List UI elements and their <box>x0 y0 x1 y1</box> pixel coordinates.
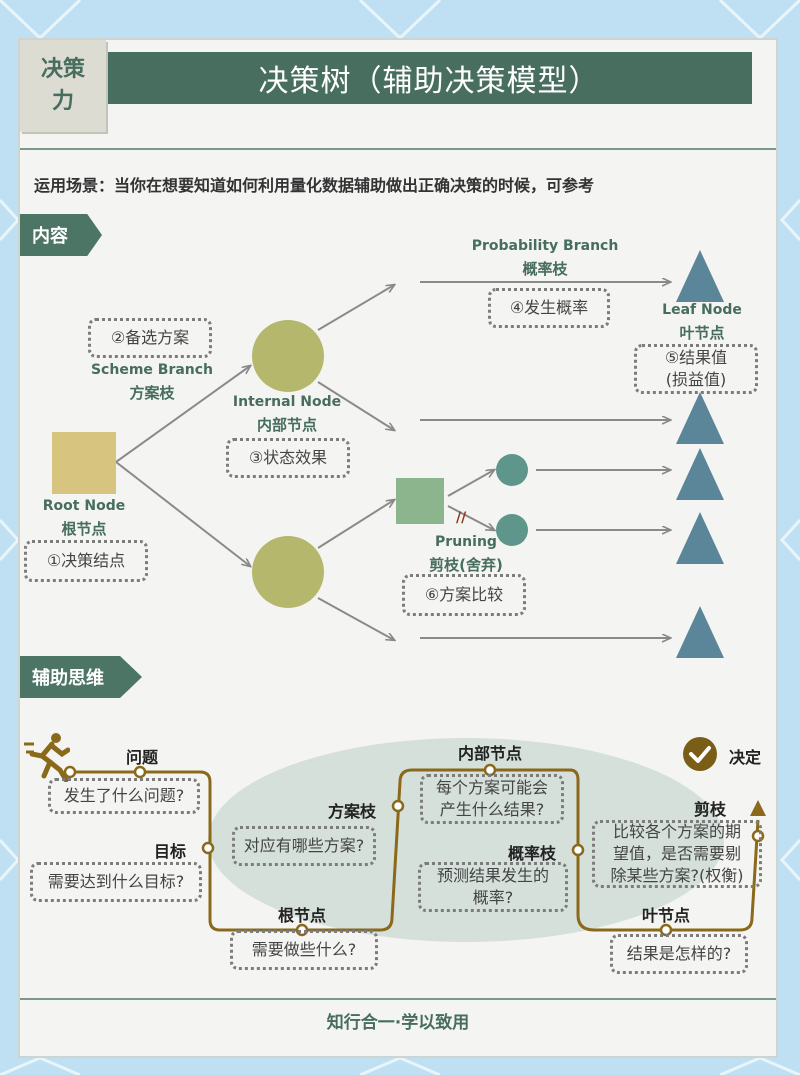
badge-line-2: 力 <box>51 89 74 114</box>
leaf-node-zh: 叶节点 <box>679 324 725 342</box>
prune-mark: // <box>456 510 467 526</box>
internal-node-zh: 内部节点 <box>256 416 317 434</box>
pruning-decision-square <box>396 478 444 524</box>
internal-node-upper <box>252 320 324 392</box>
question-box-5-line-2: 产生什么结果? <box>439 800 545 819</box>
leaf-node-2 <box>676 392 724 444</box>
stage-decide: 决定 <box>728 748 761 767</box>
question-box-7: 结果是怎样的? <box>610 934 748 974</box>
question-box-2: 需要达到什么目标? <box>30 862 202 902</box>
scheme-branch-zh: 方案枝 <box>129 384 175 402</box>
box-result-line-2: (损益值) <box>665 370 727 389</box>
stage-probability: 概率枝 <box>507 844 556 863</box>
logo-badge: 决策 力 <box>20 40 106 132</box>
question-box-3: 需要做些什么? <box>230 930 378 970</box>
internal-node-en: Internal Node <box>232 394 342 410</box>
box-state-effect: ③状态效果 <box>226 438 350 478</box>
probability-branch-en: Probability Branch <box>471 238 619 254</box>
question-box-1: 发生了什么问题? <box>48 778 200 814</box>
check-icon <box>683 737 717 771</box>
branch-internal-lower <box>317 381 394 430</box>
runner-icon <box>24 733 70 782</box>
question-box-8-line-1: 比较各个方案的期 <box>612 822 741 841</box>
box-probability: ④发生概率 <box>488 288 610 328</box>
question-box-8-line-3: 除某些方案?(权衡) <box>610 866 744 885</box>
branch-lower-lower <box>317 597 394 640</box>
chance-node-lower <box>496 514 528 546</box>
probability-branch-zh: 概率枝 <box>522 260 568 278</box>
footer-divider <box>20 998 776 1000</box>
leaf-node-4 <box>676 512 724 564</box>
box-compare-schemes: ⑥方案比较 <box>402 574 526 616</box>
question-box-8-line-2: 望值，是否需要剔 <box>612 844 741 863</box>
section-tag-thinking: 辅助思维 <box>20 656 142 698</box>
stage-leaf: 叶节点 <box>641 906 690 925</box>
leaf-node-en: Leaf Node <box>662 302 742 318</box>
chance-node-upper <box>496 454 528 486</box>
box-alternatives: ②备选方案 <box>88 318 212 358</box>
branch-internal-upper <box>317 285 394 331</box>
internal-node-lower <box>252 536 324 608</box>
scheme-branch-upper <box>115 366 250 463</box>
stage-pruning: 剪枝 <box>693 800 726 819</box>
path-arrow-head <box>750 800 766 816</box>
question-box-6: 预测结果发生的 概率? <box>418 862 568 912</box>
question-box-4: 对应有哪些方案? <box>232 826 376 866</box>
pruning-en: Pruning <box>435 534 497 550</box>
root-node-zh: 根节点 <box>61 520 107 538</box>
question-box-6-line-2: 概率? <box>472 888 514 907</box>
background-ellipse <box>208 738 724 942</box>
box-decision-node: ①决策结点 <box>24 540 148 582</box>
root-node-square <box>52 432 116 494</box>
header-divider <box>20 148 776 150</box>
badge-line-1: 决策 <box>40 57 85 82</box>
section-tag-content: 内容 <box>20 214 102 256</box>
box-result-line-1: ⑤结果值 <box>664 348 728 367</box>
question-box-5-line-1: 每个方案可能会 <box>435 778 548 797</box>
stage-root: 根节点 <box>277 906 326 925</box>
pruning-branch-lower <box>447 505 494 530</box>
leaf-node-1 <box>676 250 724 302</box>
root-node-en: Root Node <box>42 498 126 514</box>
stage-question: 问题 <box>125 748 158 767</box>
footer-slogan: 知行合一·学以致用 <box>326 1013 470 1033</box>
leaf-node-3 <box>676 448 724 500</box>
scheme-branch-en: Scheme Branch <box>90 362 214 378</box>
pruning-branch-upper <box>447 470 494 497</box>
box-result-value: ⑤结果值 (损益值) <box>634 344 758 394</box>
question-box-6-line-1: 预测结果发生的 <box>436 866 549 885</box>
scheme-branch-lower <box>115 461 250 566</box>
stage-goal: 目标 <box>153 842 186 861</box>
leaf-node-5 <box>676 606 724 658</box>
intro-text: 运用场景：当你在想要知道如何利用量化数据辅助做出正确决策的时候，可参考 <box>34 176 595 195</box>
branch-lower-upper <box>317 500 394 549</box>
question-box-5: 每个方案可能会 产生什么结果? <box>420 774 564 824</box>
pruning-zh: 剪枝(舍弃) <box>429 556 503 574</box>
stage-scheme: 方案枝 <box>327 802 376 821</box>
page-title: 决策树（辅助决策模型） <box>106 52 752 104</box>
question-box-8: 比较各个方案的期 望值，是否需要剔 除某些方案?(权衡) <box>592 820 762 888</box>
thinking-path-line <box>70 768 760 932</box>
stage-internal: 内部节点 <box>457 744 522 763</box>
